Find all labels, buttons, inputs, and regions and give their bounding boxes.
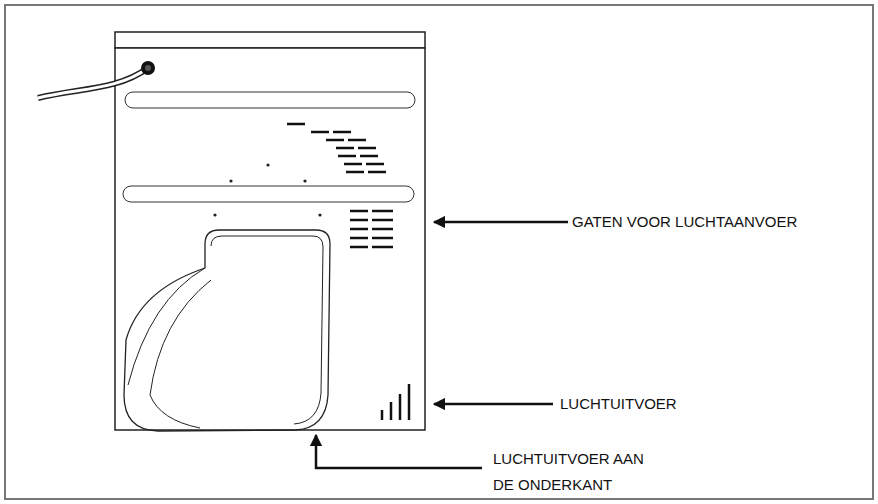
vent-slot [344, 163, 362, 166]
vent-slot [350, 228, 368, 231]
vent-slot [350, 210, 368, 213]
cord-entry-center [145, 65, 151, 71]
top-cover [115, 32, 425, 48]
vent-slot [336, 147, 354, 150]
leader-arrow [434, 221, 568, 224]
vent-slot [338, 155, 356, 158]
panel-rib [125, 92, 415, 108]
leader-arrow [434, 403, 553, 406]
leader-arrow [316, 435, 482, 468]
vent-slot [350, 237, 368, 240]
vent-slot [348, 139, 366, 142]
power-cord-inner [38, 68, 148, 98]
callout-label: LUCHTUITVOER [560, 391, 760, 417]
filter-housing [124, 230, 330, 431]
power-cord [38, 68, 148, 98]
vent-slot [350, 246, 368, 249]
screw-dots [213, 163, 321, 216]
vent-slot [346, 171, 364, 174]
vent-slot [358, 147, 376, 150]
callout-label: LUCHTUITVOER AAN DE ONDERKANT [493, 446, 663, 498]
dryer-back-panel [115, 48, 425, 430]
vent-slot [350, 219, 368, 222]
vent-slot [311, 131, 329, 134]
vent-slot [372, 219, 393, 222]
vent-slot [372, 246, 393, 249]
exhaust-slot [399, 394, 402, 420]
exhaust-slot [381, 410, 384, 420]
exhaust-slot [408, 384, 411, 420]
air-vents [287, 124, 409, 420]
filter-housing-fold [128, 268, 211, 428]
callout-label: GATEN VOOR LUCHTAANVOER [572, 209, 872, 235]
filter-housing-inner [211, 236, 323, 424]
exhaust-slot [390, 402, 393, 420]
vent-slot [360, 155, 378, 158]
vent-slot [372, 228, 393, 231]
vent-slot [366, 163, 384, 166]
panel-rib [123, 186, 414, 202]
vent-slot [326, 139, 344, 142]
vent-slot [287, 123, 305, 126]
vent-slot [372, 237, 393, 240]
vent-slot [368, 171, 386, 174]
vent-slot [333, 131, 351, 134]
vent-slot [372, 210, 393, 213]
cord-entry [141, 61, 155, 75]
outer-frame [5, 5, 873, 499]
